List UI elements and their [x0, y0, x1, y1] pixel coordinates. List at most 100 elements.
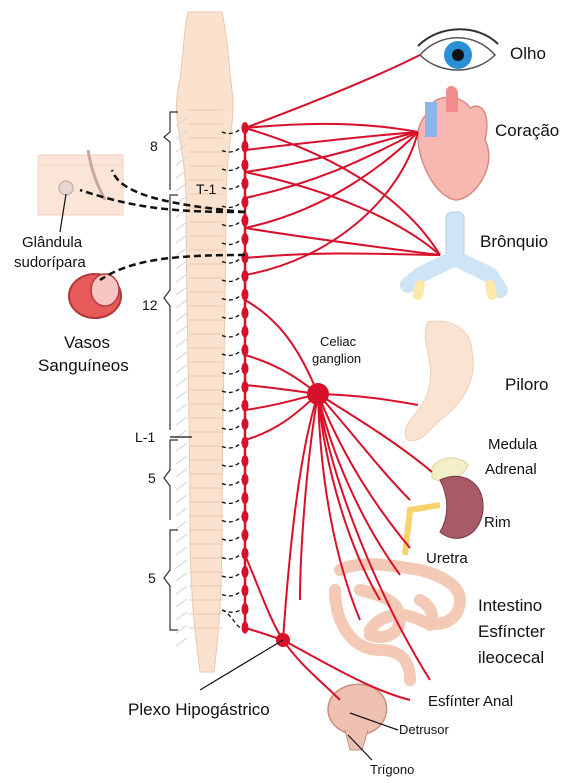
chain-ganglion	[242, 603, 249, 615]
spinal-root	[176, 274, 187, 282]
spinal-root	[176, 599, 187, 607]
spinal-root	[176, 443, 187, 451]
chain-ganglion	[242, 455, 249, 467]
label-plexo: Plexo Hipogástrico	[128, 700, 270, 720]
spinal-root	[176, 573, 187, 581]
spinal-root	[176, 547, 187, 555]
heart-illustration	[418, 86, 489, 200]
label-segment-12: 12	[142, 297, 158, 313]
label-rim: Rim	[484, 514, 511, 531]
label-glandula-1: Glândula	[22, 234, 82, 251]
chain-ganglion	[242, 233, 249, 245]
adrenal-kidney-illustration	[405, 458, 483, 555]
chain-ganglion	[242, 511, 249, 523]
label-esfincter-2: ileocecal	[478, 648, 544, 668]
preganglionic-fiber	[222, 535, 242, 540]
chain-ganglion	[242, 418, 249, 430]
postganglionic-nerves	[245, 55, 440, 700]
preganglionic-fiber	[222, 369, 242, 374]
label-segment-5-lumbar: 5	[148, 470, 156, 486]
chain-ganglion	[242, 270, 249, 282]
preganglionic-fiber	[222, 517, 242, 522]
spinal-root	[176, 482, 187, 490]
chain-ganglion	[242, 529, 249, 541]
preganglionic-fiber	[222, 461, 242, 466]
spinal-root	[176, 287, 187, 295]
chain-ganglion	[242, 492, 249, 504]
spinal-root	[176, 521, 187, 529]
blood-vessel-illustration	[69, 274, 121, 318]
segment-brackets	[164, 112, 178, 630]
label-glandula-2: sudorípara	[14, 254, 86, 271]
chain-ganglion	[242, 215, 249, 227]
spinal-root	[176, 352, 187, 360]
chain-ganglion	[242, 178, 249, 190]
spinal-root	[176, 586, 187, 594]
chain-ganglion	[242, 474, 249, 486]
label-medula-2: Adrenal	[485, 461, 537, 478]
preganglionic-fiber	[222, 443, 242, 448]
label-trigono: Trígono	[370, 763, 414, 778]
spinal-root	[176, 378, 187, 386]
spinal-root	[176, 404, 187, 412]
sweat-gland-illustration	[38, 150, 123, 215]
eye-illustration	[418, 29, 498, 70]
chain-ganglion	[242, 307, 249, 319]
preganglionic-fiber	[222, 406, 242, 411]
spinal-root	[176, 625, 187, 633]
chain-ganglion	[242, 289, 249, 301]
label-t1: T-1	[196, 181, 216, 197]
spinal-root	[176, 326, 187, 334]
chain-ganglion	[242, 363, 249, 375]
preganglionic-fiber	[222, 480, 242, 485]
preganglionic-fiber	[222, 387, 242, 392]
spinal-root	[176, 365, 187, 373]
label-esfinter-anal: Esfínter Anal	[428, 693, 513, 710]
label-l1: L-1	[135, 429, 155, 445]
stomach-illustration	[405, 321, 473, 441]
label-coracao: Coração	[495, 121, 559, 141]
spinal-root	[176, 469, 187, 477]
spinal-root	[176, 300, 187, 308]
spinal-root	[176, 417, 187, 425]
spinal-root	[176, 235, 187, 243]
label-detrusor: Detrusor	[399, 723, 449, 738]
chain-ganglion	[242, 326, 249, 338]
label-segment-8: 8	[150, 138, 158, 154]
label-piloro: Piloro	[505, 375, 548, 395]
label-vasos-1: Vasos	[64, 333, 110, 353]
label-intestino: Intestino	[478, 596, 542, 616]
label-celiac-1: Celiac	[320, 335, 356, 350]
spinal-root	[176, 560, 187, 568]
chain-ganglion	[242, 548, 249, 560]
label-uretra: Uretra	[426, 550, 468, 567]
preganglionic-fiber	[222, 498, 242, 503]
spinal-cord	[176, 12, 233, 672]
preganglionic-fiber	[222, 554, 242, 559]
spinal-root	[176, 313, 187, 321]
chain-ganglion	[242, 566, 249, 578]
label-medula-1: Medula	[488, 436, 537, 453]
spinal-root	[176, 534, 187, 542]
preganglionic-fiber	[222, 591, 242, 596]
preganglionic-fiber	[222, 572, 242, 577]
label-esfincter-1: Esfíncter	[478, 622, 545, 642]
spinal-root	[176, 638, 187, 646]
spinal-root	[176, 456, 187, 464]
chain-ganglion	[242, 622, 249, 634]
spinal-root	[176, 261, 187, 269]
label-olho: Olho	[510, 44, 546, 64]
chain-ganglion	[242, 381, 249, 393]
chain-ganglion	[242, 159, 249, 171]
spinal-root	[176, 222, 187, 230]
label-bronquio: Brônquio	[480, 232, 548, 252]
spinal-root	[176, 495, 187, 503]
spinal-root	[176, 391, 187, 399]
spinal-root	[176, 508, 187, 516]
spinal-root	[176, 612, 187, 620]
label-vasos-2: Sanguíneos	[38, 356, 129, 376]
celiac-ganglion	[307, 383, 329, 405]
bladder-illustration	[328, 684, 387, 750]
preganglionic-fiber	[222, 350, 242, 355]
spinal-root	[176, 248, 187, 256]
